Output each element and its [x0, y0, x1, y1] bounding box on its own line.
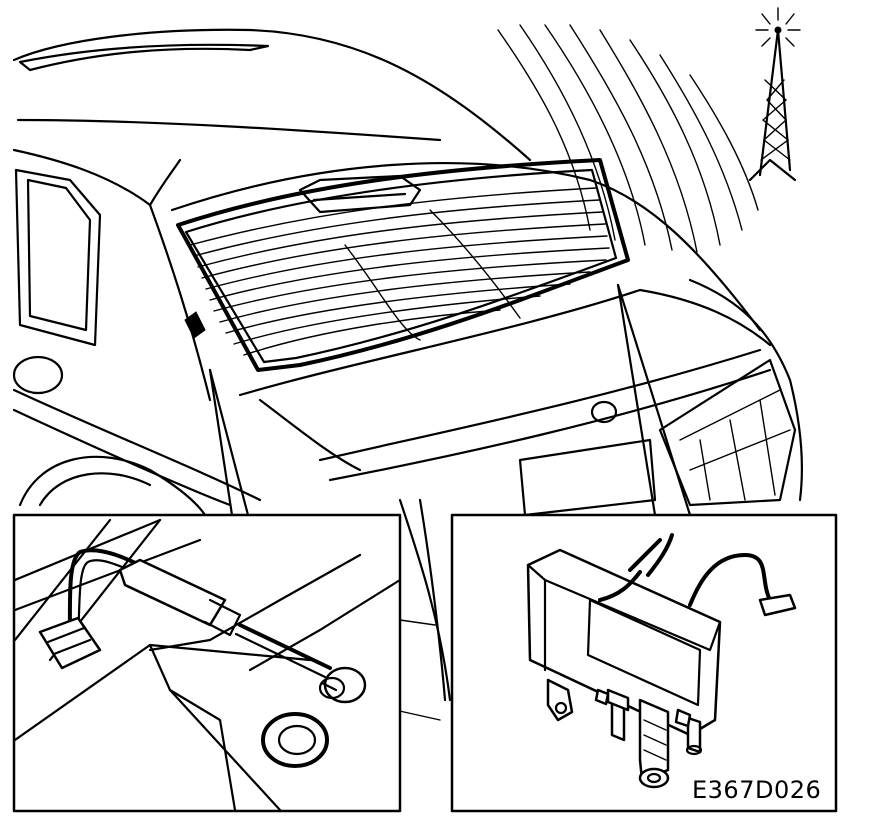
radio-signal-waves — [497, 24, 759, 253]
cable-clip — [38, 616, 102, 670]
high-mount-brake-light — [298, 174, 422, 214]
noise-filter — [118, 558, 227, 627]
figure-code: E367D026 — [692, 776, 822, 804]
trunk-lid — [238, 288, 772, 397]
amplifier-cable — [688, 553, 772, 607]
antenna-amplifier-box — [526, 548, 722, 737]
antenna-cable — [67, 548, 152, 642]
tail-light — [658, 358, 797, 507]
inset-antenna-amplifier — [450, 513, 838, 813]
inset-antenna-cable — [12, 513, 402, 813]
callout-line-left — [208, 368, 234, 517]
inset-frame-left — [12, 513, 402, 813]
side-window — [14, 168, 102, 347]
license-plate-recess — [518, 438, 657, 517]
radio-tower-icon — [748, 7, 801, 182]
sunroof-panel — [18, 43, 270, 72]
grommet — [261, 712, 329, 768]
fuel-filler-door — [12, 355, 64, 395]
trunk-lock — [590, 400, 618, 424]
car-illustration — [12, 28, 804, 721]
rear-wheel-arch — [18, 455, 207, 517]
rear-window-antenna-grid — [176, 158, 630, 372]
car-roof — [12, 28, 532, 162]
callout-line-right — [616, 283, 657, 517]
amplifier-label-panel — [586, 598, 702, 707]
antenna-connection-point — [184, 311, 206, 339]
